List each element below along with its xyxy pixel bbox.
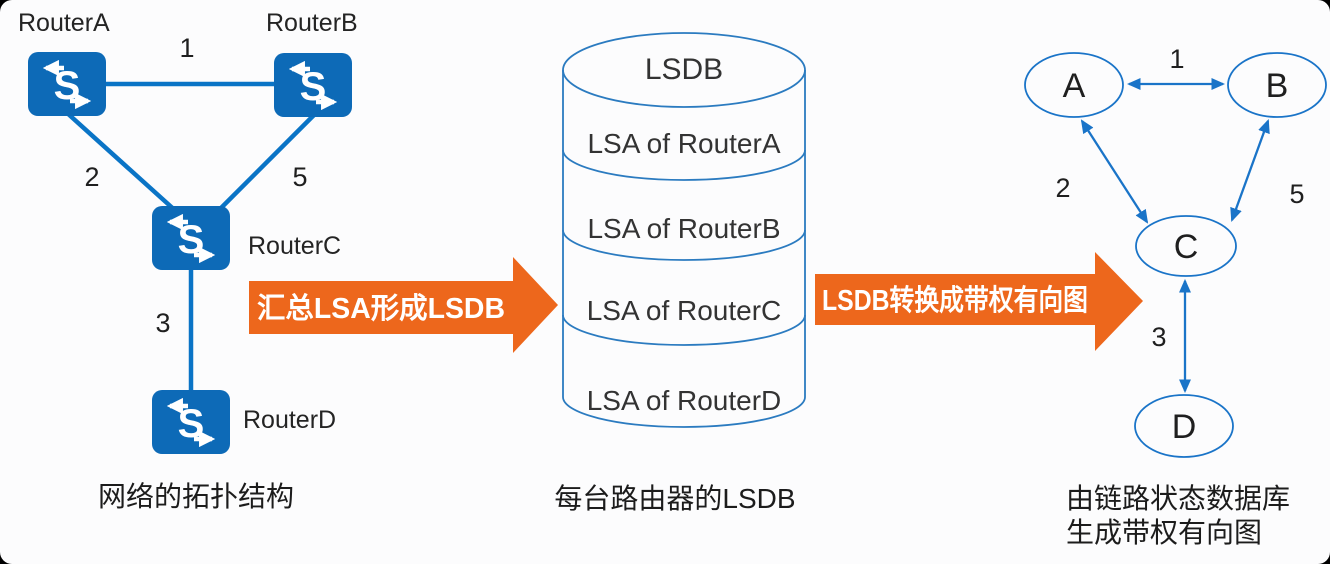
node-a-label: A	[1063, 67, 1086, 105]
cylinder-bottom	[562, 396, 806, 428]
edge-weight-c-d: 3	[1151, 322, 1166, 352]
edge-a-c	[1080, 119, 1149, 224]
link-cost-a-c: 2	[84, 162, 99, 192]
node-d-ellipse	[1134, 394, 1234, 458]
node-d-label: D	[1172, 408, 1197, 446]
graph-edges	[1080, 77, 1270, 394]
cylinder-divider-2	[562, 229, 806, 261]
graph-caption-line-1: 由链路状态数据库	[1066, 483, 1290, 514]
weighted-graph-section: 1 2 5 3 A B C D 由链路状态数据库 生成带权有向图	[1024, 44, 1327, 548]
lsdb-entry-b: LSA of RouterB	[587, 213, 780, 244]
cylinder-divider-1	[562, 149, 806, 181]
topology-links	[64, 81, 318, 392]
process-arrow-1-label: 汇总LSA形成LSDB	[257, 292, 505, 325]
lsdb-cylinder: LSDB LSA of RouterA LSA of RouterB LSA o…	[554, 32, 806, 514]
process-arrow-2-label: LSDB转换成带权有向图	[822, 284, 1088, 317]
lsdb-entry-c: LSA of RouterC	[587, 295, 782, 326]
lsdb-entry-a: LSA of RouterA	[587, 128, 780, 159]
node-c-ellipse	[1135, 215, 1237, 277]
process-arrow-2: LSDB转换成带权有向图	[815, 252, 1143, 351]
node-b-ellipse	[1227, 52, 1327, 118]
router-a-label: RouterA	[18, 9, 110, 37]
lsdb-entry-d: LSA of RouterD	[587, 385, 782, 416]
cylinder-divider-3	[562, 314, 806, 346]
topology-section: 1 2 5 3 RouterA RouterB RouterC RouterD …	[18, 9, 358, 512]
graph-caption-line-2: 生成带权有向图	[1066, 517, 1262, 548]
lsdb-caption: 每台路由器的LSDB	[554, 483, 795, 514]
router-d-label: RouterD	[243, 406, 336, 434]
router-a-icon	[28, 52, 106, 116]
cylinder-outline	[562, 32, 806, 428]
edge-weight-a-b: 1	[1169, 44, 1184, 74]
lsdb-title: LSDB	[645, 53, 723, 86]
node-b-label: B	[1266, 67, 1289, 105]
graph-nodes	[1024, 52, 1327, 458]
process-arrow-1-shape	[249, 257, 558, 353]
link-cost-a-b: 1	[179, 33, 194, 63]
link-cost-c-d: 3	[155, 308, 170, 338]
link-cost-b-c: 5	[292, 162, 307, 192]
link-b-c	[212, 111, 318, 217]
router-c-icon	[152, 206, 230, 270]
router-c-label: RouterC	[248, 232, 341, 260]
node-a-ellipse	[1024, 52, 1124, 118]
topology-caption: 网络的拓扑结构	[98, 481, 294, 512]
cylinder-top	[562, 32, 806, 108]
router-b-label: RouterB	[266, 9, 358, 37]
link-a-c	[64, 110, 180, 215]
node-c-label: C	[1174, 228, 1199, 266]
edge-b-c	[1230, 119, 1270, 222]
process-arrow-1: 汇总LSA形成LSDB	[249, 257, 558, 353]
router-d-icon	[152, 390, 230, 454]
router-b-icon	[274, 53, 352, 117]
edge-weight-a-c: 2	[1055, 173, 1070, 203]
process-arrow-2-shape	[815, 252, 1143, 351]
edge-weight-b-c: 5	[1289, 179, 1304, 209]
